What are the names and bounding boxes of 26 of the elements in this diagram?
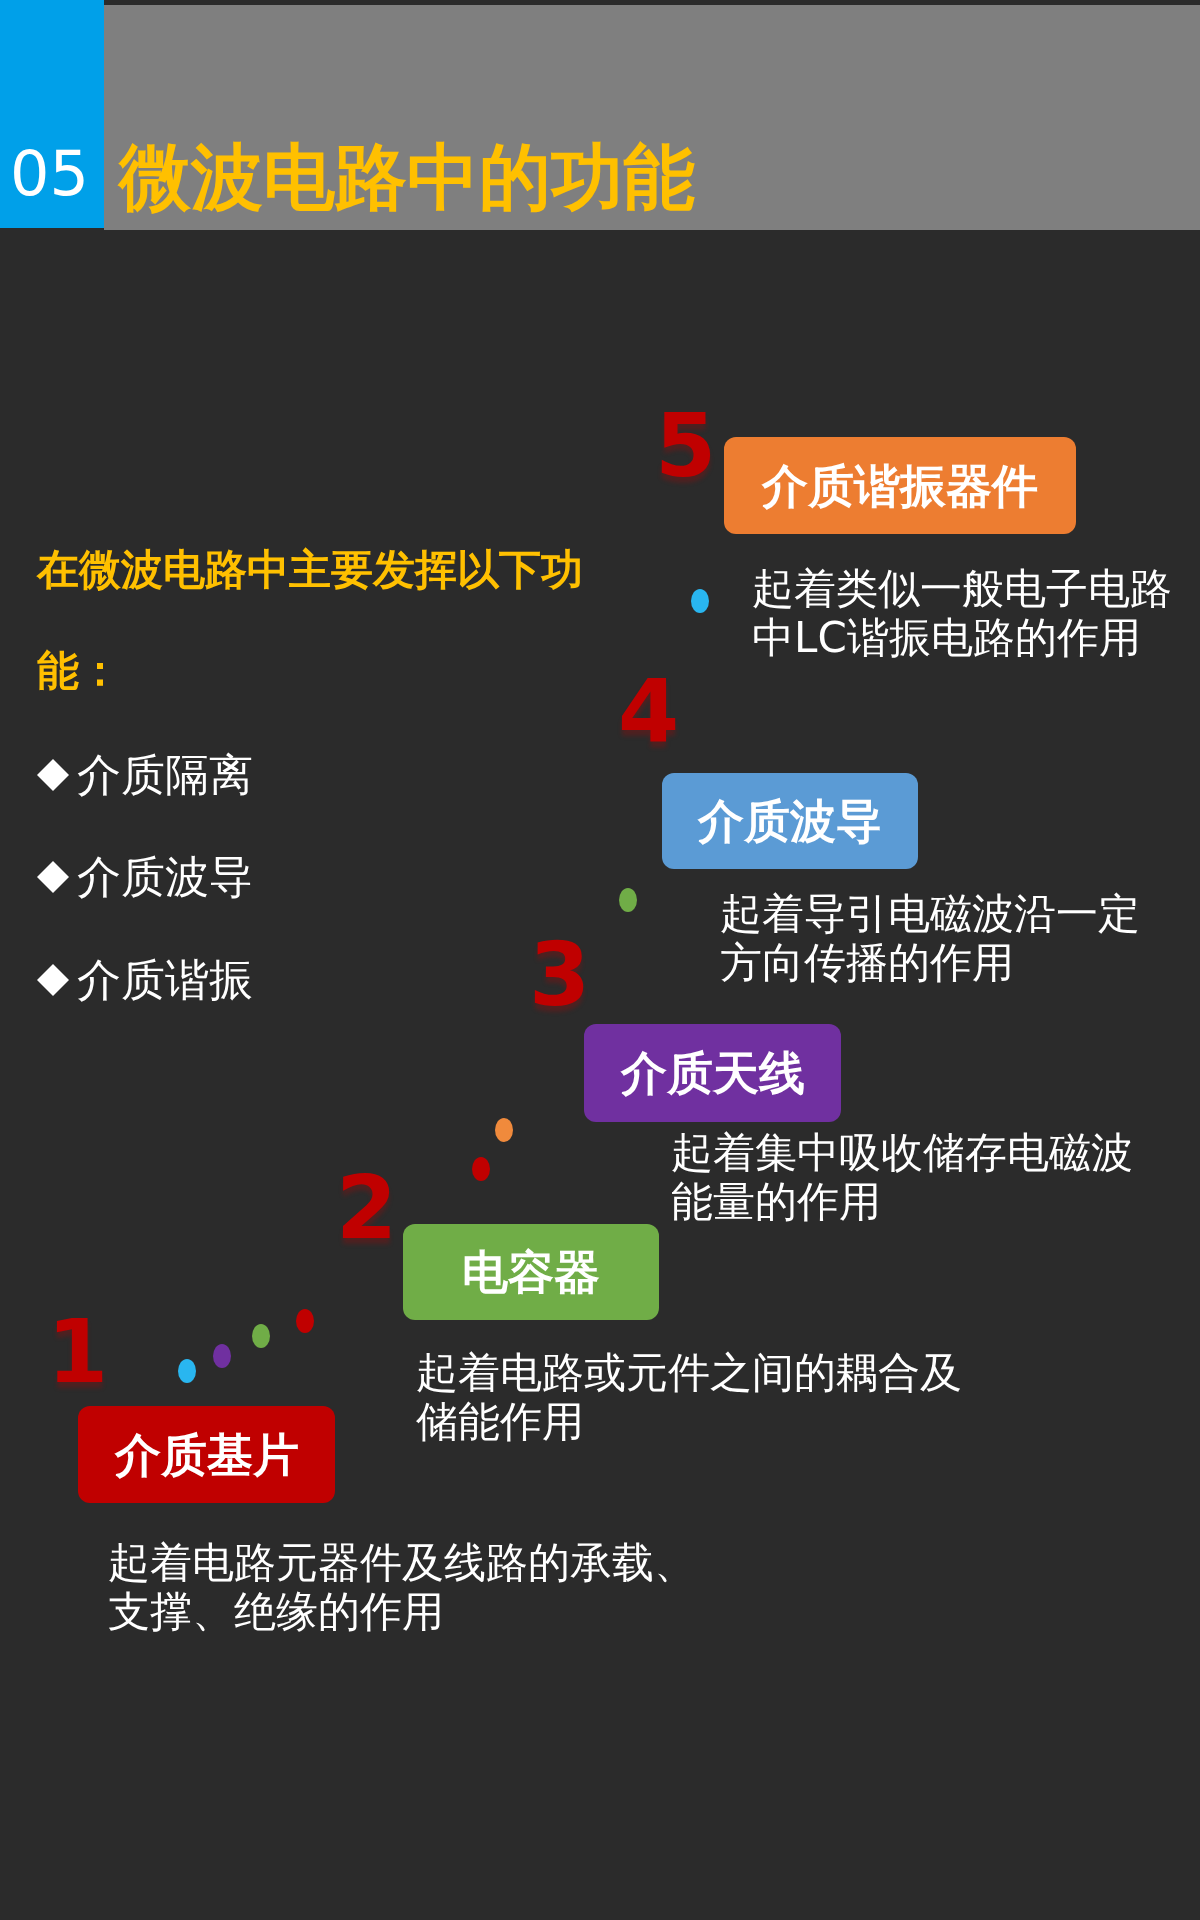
step-description: 起着导引电磁波沿一定方向传播的作用 xyxy=(720,889,1141,987)
step-title: 电容器 xyxy=(462,1245,600,1299)
step-description: 起着集中吸收储存电磁波能量的作用 xyxy=(671,1128,1134,1226)
step-description: 起着电路或元件之间的耦合及储能作用 xyxy=(416,1348,963,1446)
intro-text: 在微波电路中主要发挥以下功能： xyxy=(37,544,584,697)
step-description: 起着电路元器件及线路的承载、支撑、绝缘的作用 xyxy=(108,1538,697,1636)
step-card xyxy=(403,1224,659,1320)
step-number: 1 xyxy=(47,1308,109,1396)
section-number: 05 xyxy=(10,138,89,210)
step-card xyxy=(662,773,918,869)
step-card xyxy=(584,1024,841,1122)
step-title: 介质谐振器件 xyxy=(762,458,1038,513)
step-title: 介质基片 xyxy=(114,1427,299,1482)
page-title: 微波电路中的功能 xyxy=(119,137,695,217)
step-card xyxy=(724,437,1076,534)
bullet-text: 介质谐振 xyxy=(77,953,253,1007)
step-number: 3 xyxy=(529,931,591,1019)
step-number: 5 xyxy=(655,402,717,490)
bullet-text: 介质隔离 xyxy=(77,748,253,802)
bullet-text: 介质波导 xyxy=(77,850,253,904)
step-description: 起着类似一般电子电路中LC谐振电路的作用 xyxy=(752,564,1173,662)
step-card xyxy=(78,1406,335,1503)
step-title: 介质波导 xyxy=(698,794,882,848)
step-title: 介质天线 xyxy=(620,1046,805,1100)
step-number: 2 xyxy=(336,1164,398,1252)
step-number: 4 xyxy=(618,668,680,756)
